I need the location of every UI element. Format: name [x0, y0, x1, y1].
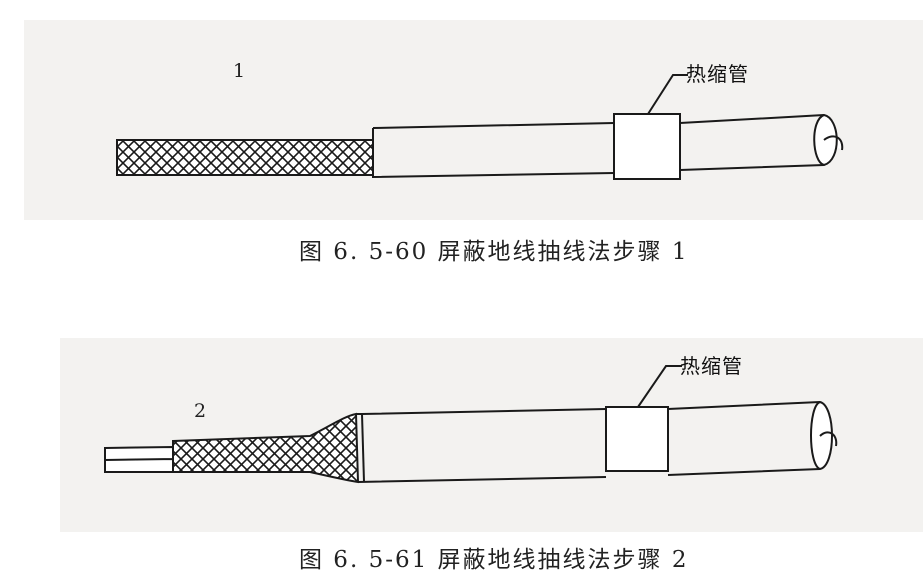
cable-jacket: [356, 401, 821, 483]
cable-drawing-step-1: [116, 74, 844, 180]
callout-leader: [637, 365, 682, 408]
callout-heat-shrink-tube: 热缩管: [686, 62, 749, 86]
figure-caption-1: 图 6. 5-60 屏蔽地线抽线法步骤 1: [299, 239, 689, 265]
cable-drawing-step-2: [104, 365, 838, 484]
figure-step-1: 1 热缩管: [24, 20, 923, 220]
jacket-edge: [361, 413, 365, 483]
step-number: 1: [233, 60, 246, 82]
figure-caption-2: 图 6. 5-61 屏蔽地线抽线法步骤 2: [299, 547, 689, 573]
cable-jacket: [372, 114, 825, 179]
callout-heat-shrink-tube: 热缩管: [680, 354, 743, 378]
heat-shrink-sleeve: [613, 113, 681, 180]
cable-end: [813, 113, 844, 167]
heat-shrink-sleeve: [605, 406, 669, 472]
cable-end: [810, 400, 838, 471]
inner-conductors: [104, 445, 174, 473]
bunched-braided-shield: [172, 412, 360, 484]
callout-leader: [647, 74, 688, 115]
step-number: 2: [194, 400, 207, 422]
braided-shield: [116, 139, 374, 176]
figure-step-2: 2 热缩管: [60, 338, 923, 532]
